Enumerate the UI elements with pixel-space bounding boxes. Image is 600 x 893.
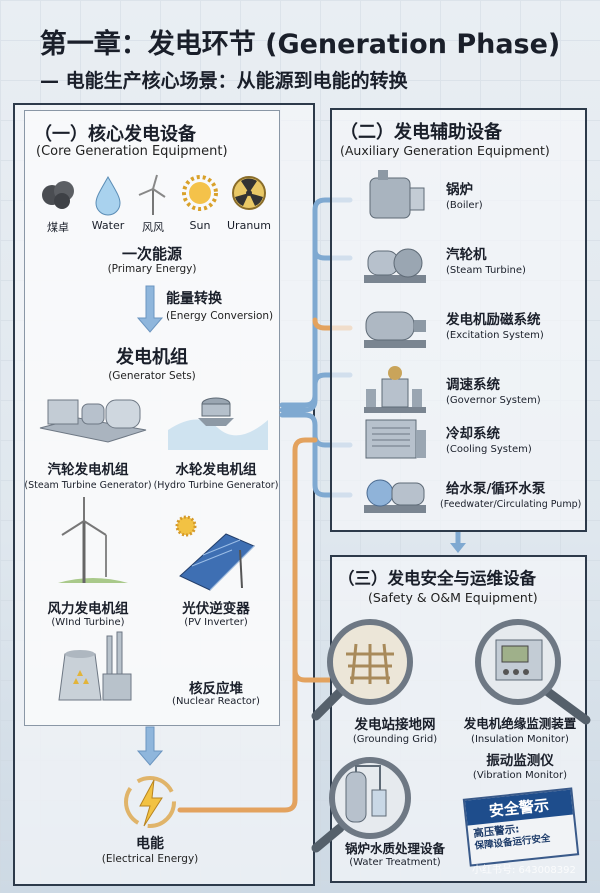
sun-icon bbox=[182, 175, 218, 211]
source-uranium: Uranum bbox=[225, 175, 273, 235]
cooling-system-icon bbox=[365, 419, 426, 459]
energy-conversion-en: (Energy Conversion) bbox=[166, 310, 274, 322]
core-title: （一）核心发电设备 bbox=[34, 124, 196, 145]
safety-grounding-zh: 发电站接地网 bbox=[354, 717, 436, 733]
source-wind: 风风 bbox=[133, 174, 173, 235]
coal-icon bbox=[42, 181, 74, 209]
radiation-icon bbox=[232, 176, 266, 210]
unit-hydro-zh: 水轮发电机组 bbox=[175, 462, 257, 478]
wind-turbine-icon bbox=[58, 497, 128, 583]
source-coal: 煤卓 bbox=[38, 175, 78, 235]
unit-steam-en: (Steam Turbine Generator) bbox=[24, 480, 152, 491]
source-water: Water bbox=[88, 175, 128, 235]
aux-item-boiler: 锅炉 (Boiler) bbox=[360, 168, 580, 228]
aux-item-cooling: 冷却系统 (Cooling System) bbox=[360, 410, 580, 470]
unit-wind-en: (WInd Turbine) bbox=[51, 617, 125, 628]
pump-icon bbox=[364, 479, 426, 513]
grounding-grid-magnifier-icon bbox=[311, 619, 413, 721]
lightning-icon bbox=[124, 776, 176, 828]
unit-wind-zh: 风力发电机组 bbox=[47, 601, 129, 617]
nuclear-reactor-icon bbox=[58, 631, 132, 701]
aux-item-steam-turbine: 汽轮机 (Steam Turbine) bbox=[360, 233, 580, 293]
hydro-turbine-icon bbox=[168, 397, 268, 450]
governor-system-icon bbox=[364, 366, 426, 413]
page-title: 第一章：发电环节 (Generation Phase) bbox=[39, 29, 561, 60]
insulation-monitor-magnifier-icon bbox=[475, 619, 591, 725]
page-subtitle: — 电能生产核心场景：从能源到电能的转换 bbox=[40, 70, 408, 92]
solar-panel-icon bbox=[175, 515, 255, 591]
primary-energy-label: 一次能源 bbox=[121, 245, 182, 263]
steam-turbine-icon bbox=[364, 248, 426, 283]
unit-nuclear-en: (Nuclear Reactor) bbox=[172, 696, 260, 707]
boiler-icon bbox=[369, 170, 425, 219]
electrical-energy-en: (Electrical Energy) bbox=[101, 853, 199, 865]
watermark: 小红书号: 643008392 bbox=[472, 865, 576, 876]
aux-item-governor: 调速系统 (Governor System) bbox=[360, 363, 580, 423]
safety-title: （三）发电安全与运维设备 bbox=[338, 569, 536, 588]
safety-water-en: (Water Treatment) bbox=[349, 857, 441, 868]
unit-pv-zh: 光伏逆变器 bbox=[182, 601, 250, 617]
wind-icon bbox=[138, 174, 166, 215]
safety-warning-sign: 安全警示 高压警示:保障设备运行安全 bbox=[462, 787, 580, 867]
water-treatment-magnifier-icon bbox=[311, 757, 411, 853]
safety-vibration-en: (Vibration Monitor) bbox=[472, 770, 568, 781]
water-drop-icon bbox=[95, 175, 121, 216]
unit-nuclear-zh: 核反应堆 bbox=[189, 681, 243, 697]
unit-steam-zh: 汽轮发电机组 bbox=[47, 462, 129, 478]
electrical-energy-label: 电能 bbox=[136, 836, 164, 852]
gensets-en: (Generator Sets) bbox=[108, 370, 196, 382]
unit-hydro-en: (Hydro Turbine Generator) bbox=[153, 480, 279, 491]
down-arrow-icon bbox=[136, 726, 164, 766]
aux-title-en: (Auxiliary Generation Equipment) bbox=[340, 143, 550, 158]
energy-conversion-label: 能量转换 bbox=[166, 291, 222, 307]
primary-energy-en: (Primary Energy) bbox=[107, 263, 197, 275]
down-arrow-icon bbox=[136, 285, 164, 333]
steam-turbine-generator-icon bbox=[39, 399, 147, 443]
aux-item-pump: 给水泵/循环水泵 (Feedwater/Circulating Pump) bbox=[360, 465, 585, 525]
safety-insulation-zh: 发电机绝缘监测装置 bbox=[463, 716, 577, 731]
safety-water-zh: 锅炉水质处理设备 bbox=[344, 841, 445, 856]
core-title-en: (Core Generation Equipment) bbox=[36, 144, 228, 159]
aux-item-excitation: 发电机励磁系统 (Excitation System) bbox=[360, 298, 580, 358]
unit-pv-en: (PV Inverter) bbox=[184, 617, 248, 628]
source-sun: Sun bbox=[180, 175, 220, 235]
safety-grounding-en: (Grounding Grid) bbox=[352, 734, 438, 745]
aux-title: （二）发电辅助设备 bbox=[340, 122, 502, 143]
safety-insulation-en: (Insulation Monitor) bbox=[471, 734, 569, 745]
excitation-system-icon bbox=[364, 311, 426, 348]
gensets-title: 发电机组 bbox=[116, 347, 188, 368]
safety-title-en: (Safety & O&M Equipment) bbox=[368, 590, 538, 605]
safety-vibration-zh: 振动监测仪 bbox=[486, 753, 554, 769]
